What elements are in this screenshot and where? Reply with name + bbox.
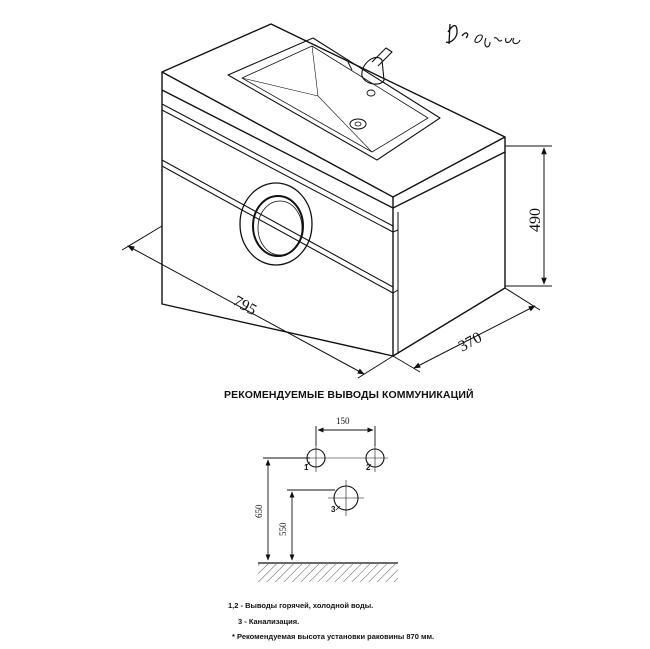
- dim-width: [121, 225, 394, 379]
- dim-height: [505, 145, 552, 287]
- dim-inlet-height-label: 650: [254, 504, 264, 518]
- faucet: [361, 56, 385, 85]
- dim-depth: [392, 287, 541, 373]
- marker-3: 3: [331, 505, 336, 514]
- marker-2: 2: [366, 463, 371, 472]
- connections-diagram: [258, 426, 398, 564]
- marker-1: 1: [304, 463, 309, 472]
- note-height: * Рекомендуемая высота установки раковин…: [232, 632, 435, 641]
- section-title: РЕКОМЕНДУЕМЫЕ ВЫВОДЫ КОММУНИКАЦИЙ: [224, 389, 474, 401]
- basin-inner: [241, 45, 429, 153]
- note-drain: 3 - Канализация.: [238, 617, 300, 626]
- cabinet-side: [392, 152, 506, 357]
- countertop-top: [161, 23, 506, 198]
- dim-depth-label: 370: [456, 329, 485, 356]
- overflow-hole: [366, 89, 376, 97]
- note-inlets: 1,2 - Выводы горячей, холодной воды.: [228, 601, 374, 610]
- countertop-side: [392, 137, 506, 209]
- countertop-front: [161, 72, 394, 209]
- dim-height-label: 490: [527, 208, 544, 232]
- dim-drain-height-label: 550: [278, 522, 288, 536]
- floor-hatch: [258, 564, 398, 582]
- vanity-cabinet: [161, 23, 506, 357]
- brand-logo: [445, 23, 521, 48]
- drain-hole: [349, 118, 367, 130]
- basin-outer: [227, 37, 441, 161]
- dim-spacing-label: 150: [336, 416, 350, 426]
